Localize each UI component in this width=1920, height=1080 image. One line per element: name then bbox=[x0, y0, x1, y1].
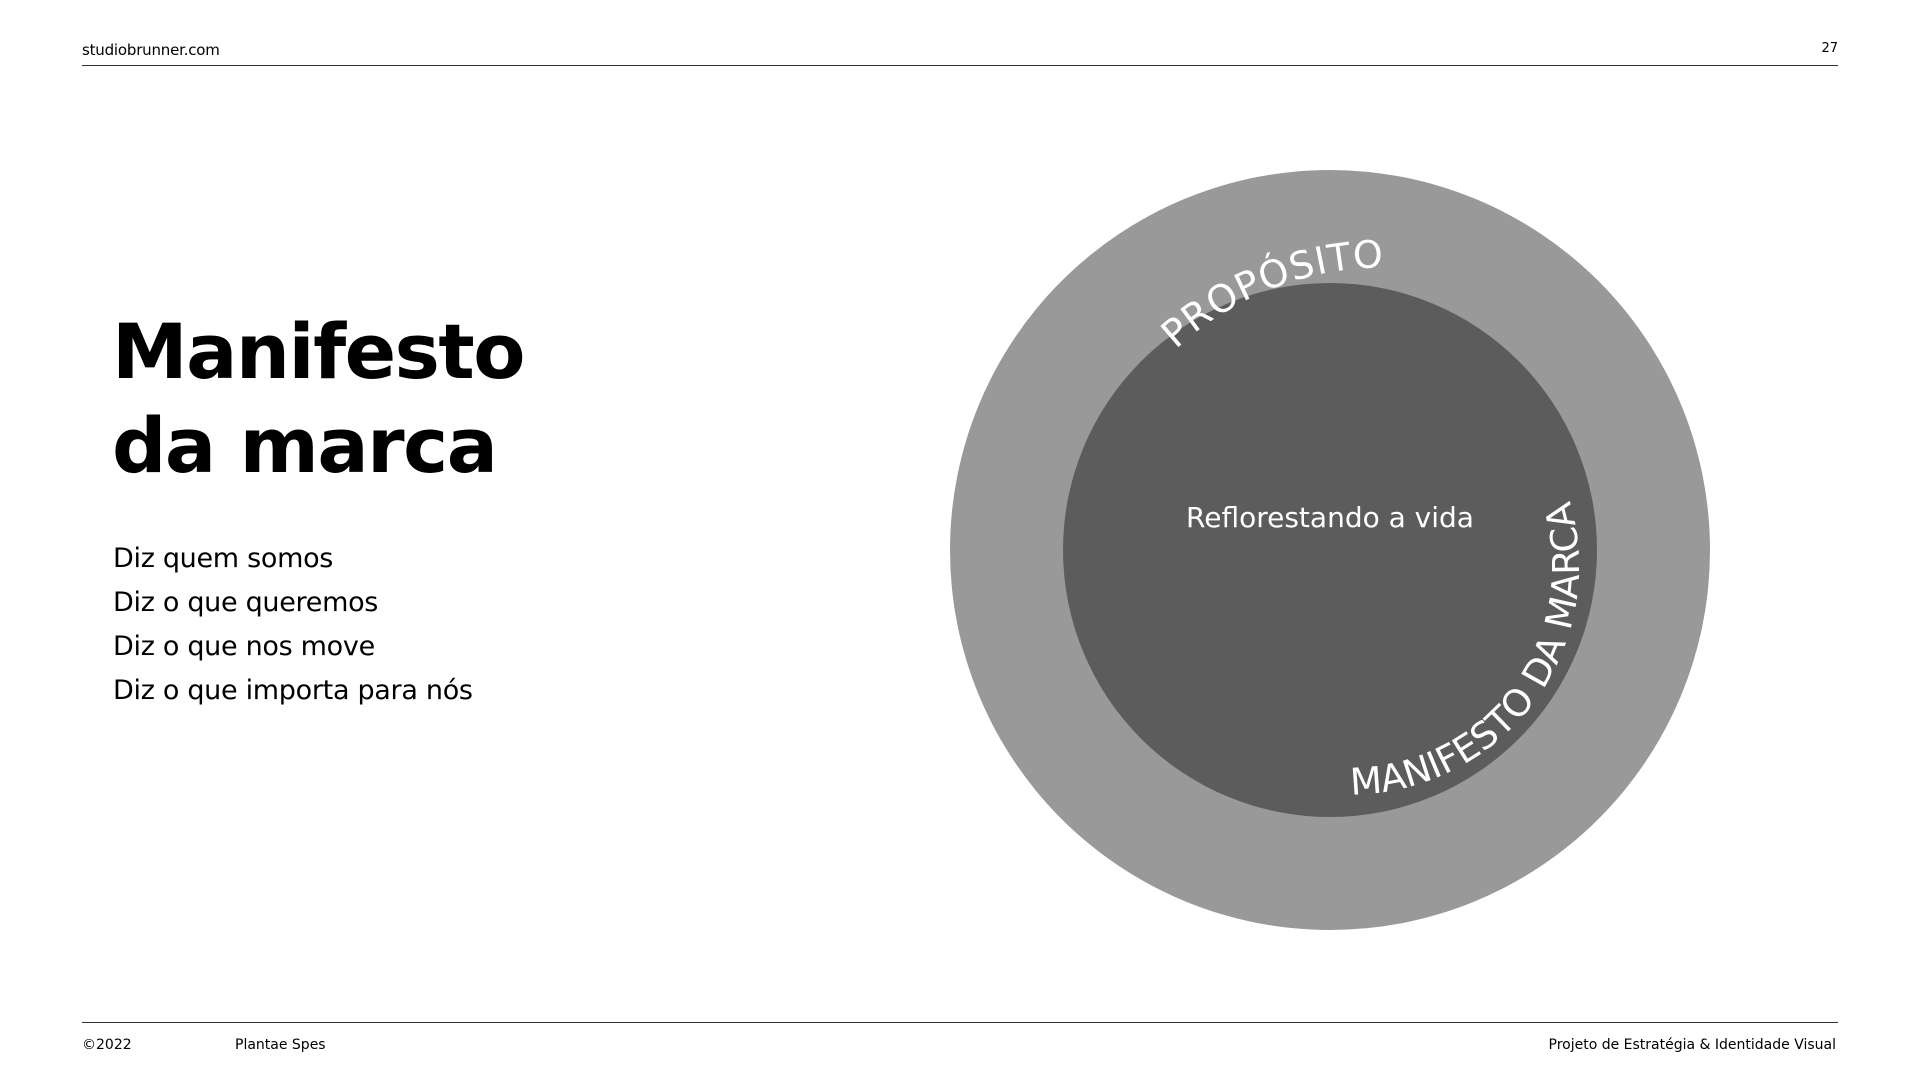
page-title-line-1: Manifesto bbox=[112, 307, 525, 396]
footer-project-name: Projeto de Estratégia & Identidade Visua… bbox=[1548, 1037, 1837, 1053]
statement-item: Diz o que queremos bbox=[113, 587, 379, 618]
footer-client-name: Plantae Spes bbox=[235, 1037, 326, 1053]
site-url: studiobrunner.com bbox=[82, 41, 220, 59]
page-number: 27 bbox=[1821, 41, 1838, 56]
footer-copyright: ©2022 bbox=[82, 1037, 132, 1053]
page-title-line-2: da marca bbox=[112, 401, 498, 490]
page-title: Manifesto da marca bbox=[112, 305, 525, 493]
header-divider bbox=[82, 65, 1838, 66]
center-statement: Reflorestando a vida bbox=[1186, 501, 1474, 534]
statement-item: Diz o que importa para nós bbox=[113, 675, 473, 706]
purpose-manifesto-diagram: PROPÓSITO MANIFESTO DA MARCA Reflorestan… bbox=[950, 170, 1710, 930]
inner-circle bbox=[1063, 283, 1597, 817]
statement-list: Diz quem somos Diz o que queremos Diz o … bbox=[113, 537, 473, 713]
statement-item: Diz quem somos bbox=[113, 543, 334, 574]
statement-item: Diz o que nos move bbox=[113, 631, 375, 662]
footer-divider bbox=[82, 1022, 1838, 1023]
